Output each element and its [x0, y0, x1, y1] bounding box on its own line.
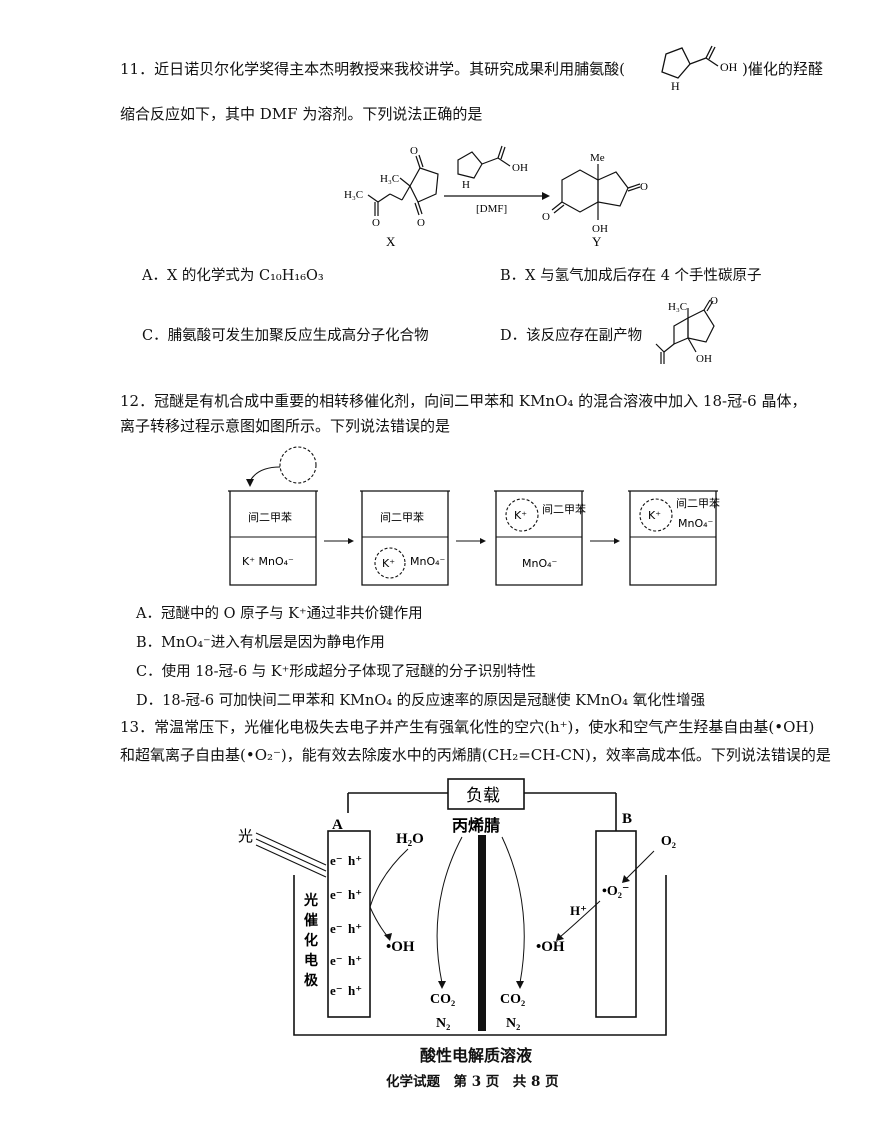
electrode-a-label: A [332, 817, 343, 833]
molecule-y: Me O O OH [542, 152, 648, 235]
electrode-char-3: 化 [304, 932, 318, 949]
x-ch3-label: H₃C [344, 189, 363, 201]
acrylonitrile-label: 丙烯腈 [452, 816, 500, 835]
electrode-char-2: 催 [304, 912, 318, 929]
q12-beaker-diagram: 间二甲苯 K⁺ MnO₄⁻ 间二甲苯 K⁺ MnO₄⁻ K⁺ 间二甲苯 MnO₄… [228, 446, 720, 586]
beaker3-k-ion: K⁺ [514, 509, 527, 522]
electron-1: e⁻ [330, 853, 343, 868]
q12-option-a: A．冠醚中的 O 原子与 K⁺通过非共价键作用 [136, 606, 423, 622]
beaker3-bottom-label: MnO₄⁻ [522, 557, 558, 570]
superoxide-label: •O₂⁻ [602, 884, 629, 899]
hole-1: h⁺ [348, 853, 362, 868]
svg-text:O: O [410, 145, 418, 157]
load-label: 负载 [466, 786, 500, 805]
beaker2-k-ion: K⁺ [382, 557, 395, 570]
electrode-char-5: 极 [304, 972, 319, 989]
beaker4-side-label: 间二甲苯 [676, 496, 720, 510]
q12-line2: 离子转移过程示意图如图所示。下列说法错误的是 [120, 417, 451, 435]
svg-text:O: O [542, 211, 550, 223]
page-footer: 化学试题 第 3 页 共 8 页 [386, 1074, 559, 1090]
catalyst-nh: H [462, 179, 470, 191]
co2-right: CO₂ [500, 992, 525, 1007]
electron-4: e⁻ [330, 953, 343, 968]
co2-left: CO₂ [430, 992, 455, 1007]
q13-line2: 和超氧离子自由基(•O₂⁻)，能有效去除废水中的丙烯腈(CH₂=CH-CN)，效… [120, 746, 831, 764]
proline-catalyst: OH H [457, 145, 528, 191]
n2-left: N₂ [436, 1016, 450, 1031]
beaker4-k-ion: K⁺ [648, 509, 661, 522]
q12-option-c: C．使用 18-冠-6 与 K⁺形成超分子体现了冠醚的分子识别特性 [136, 664, 536, 680]
charge-pairs: e⁻ h⁺ e⁻ h⁺ e⁻ h⁺ e⁻ h⁺ e⁻ h⁺ [330, 853, 362, 998]
h-plus-label: H⁺ [570, 903, 587, 918]
hydroxyl-right: •OH [536, 939, 565, 955]
svg-text:O: O [710, 296, 718, 307]
q11-option-b: B．X 与氢气加成后存在 4 个手性碳原子 [500, 268, 762, 284]
proline-inline-structure: OH H [661, 45, 738, 93]
electrode-char-4: 电 [304, 952, 318, 969]
q11-option-a: A．X 的化学式为 C₁₀H₁₆O₃ [142, 268, 324, 284]
n2-right: N₂ [506, 1016, 520, 1031]
electron-5: e⁻ [330, 983, 343, 998]
side-product-structure: H₃C O OH [655, 296, 718, 365]
q13-electrolysis-diagram: 负载 A B 光 光 催 化 电 极 e⁻ h⁺ e⁻ h⁺ e⁻ h⁺ [238, 778, 676, 1036]
q12-option-d: D．18-冠-6 可加快间二甲苯和 KMnO₄ 的反应速率的原因是冠醚使 KMn… [136, 693, 706, 709]
beaker-2: 间二甲苯 K⁺ MnO₄⁻ [360, 490, 450, 586]
svg-text:O: O [372, 217, 380, 229]
beaker3-side-label: 间二甲苯 [542, 502, 586, 516]
electrode-a-side-text: 光 催 化 电 极 [303, 892, 319, 989]
hole-3: h⁺ [348, 921, 362, 936]
membrane [478, 835, 486, 1031]
electrode-b [595, 830, 637, 1018]
electrode-b-label: B [622, 811, 632, 827]
q12-option-b: B．MnO₄⁻进入有机层是因为静电作用 [136, 635, 385, 651]
q11-option-d: D．该反应存在副产物 [500, 328, 643, 344]
oxygen-label: O₂ [661, 834, 676, 849]
label-y: Y [592, 234, 602, 249]
molecule-x: H₃C O H₃C O O [344, 145, 439, 229]
beaker-1: 间二甲苯 K⁺ MnO₄⁻ [228, 490, 318, 586]
beaker2-top-label: 间二甲苯 [380, 510, 424, 524]
electrolyte-label: 酸性电解质溶液 [420, 1046, 533, 1065]
label-x: X [386, 234, 396, 249]
y-me-label: Me [590, 152, 605, 164]
arrow-condition: [DMF] [476, 203, 507, 215]
electron-2: e⁻ [330, 887, 343, 902]
q11-line1-pre: 11．近日诺贝尔化学奖得主本杰明教授来我校讲学。其研究成果利用脯氨酸( [120, 60, 625, 78]
light-label: 光 [238, 828, 253, 845]
load-box [447, 778, 525, 810]
sideproduct-h3c: H₃C [668, 301, 687, 313]
hole-5: h⁺ [348, 983, 362, 998]
q11-line2: 缩合反应如下，其中 DMF 为溶剂。下列说法正确的是 [120, 105, 483, 123]
proline-oh-text: OH [720, 60, 738, 74]
proline-nh-text: H [671, 79, 680, 93]
beaker-4: K⁺ 间二甲苯 MnO₄⁻ [628, 490, 720, 586]
beaker2-mn-label: MnO₄⁻ [410, 555, 446, 568]
hole-4: h⁺ [348, 953, 362, 968]
svg-text:O: O [640, 181, 648, 193]
y-oh-label: OH [592, 223, 608, 235]
water-label: H₂O [396, 831, 424, 847]
electrode-a [327, 830, 371, 1018]
hole-2: h⁺ [348, 887, 362, 902]
q11-option-c: C．脯氨酸可发生加聚反应生成高分子化合物 [142, 328, 429, 344]
sideproduct-oh: OH [696, 353, 712, 365]
svg-text:O: O [417, 217, 425, 229]
beaker-3: K⁺ 间二甲苯 MnO₄⁻ [494, 490, 586, 586]
electrode-char-1: 光 [303, 892, 318, 909]
electron-3: e⁻ [330, 921, 343, 936]
beaker1-bottom-label: K⁺ MnO₄⁻ [242, 555, 294, 568]
beaker4-mn-label: MnO₄⁻ [678, 517, 714, 530]
crown-ether-top [246, 446, 317, 487]
q13-line1: 13．常温常压下，光催化电极失去电子并产生有强氧化性的空穴(h⁺)，使水和空气产… [120, 718, 815, 736]
catalyst-oh: OH [512, 162, 528, 174]
q11-reaction-scheme: H₃C O H₃C O O X OH H [344, 145, 648, 249]
q12-line1: 12．冠醚是有机合成中重要的相转移催化剂，向间二甲苯和 KMnO₄ 的混合溶液中… [120, 392, 807, 410]
hydroxyl-left: •OH [386, 939, 415, 955]
beaker1-top-label: 间二甲苯 [248, 510, 292, 524]
x-h3c-label: H₃C [380, 173, 399, 185]
q11-line1-post: )催化的羟醛 [742, 60, 823, 78]
